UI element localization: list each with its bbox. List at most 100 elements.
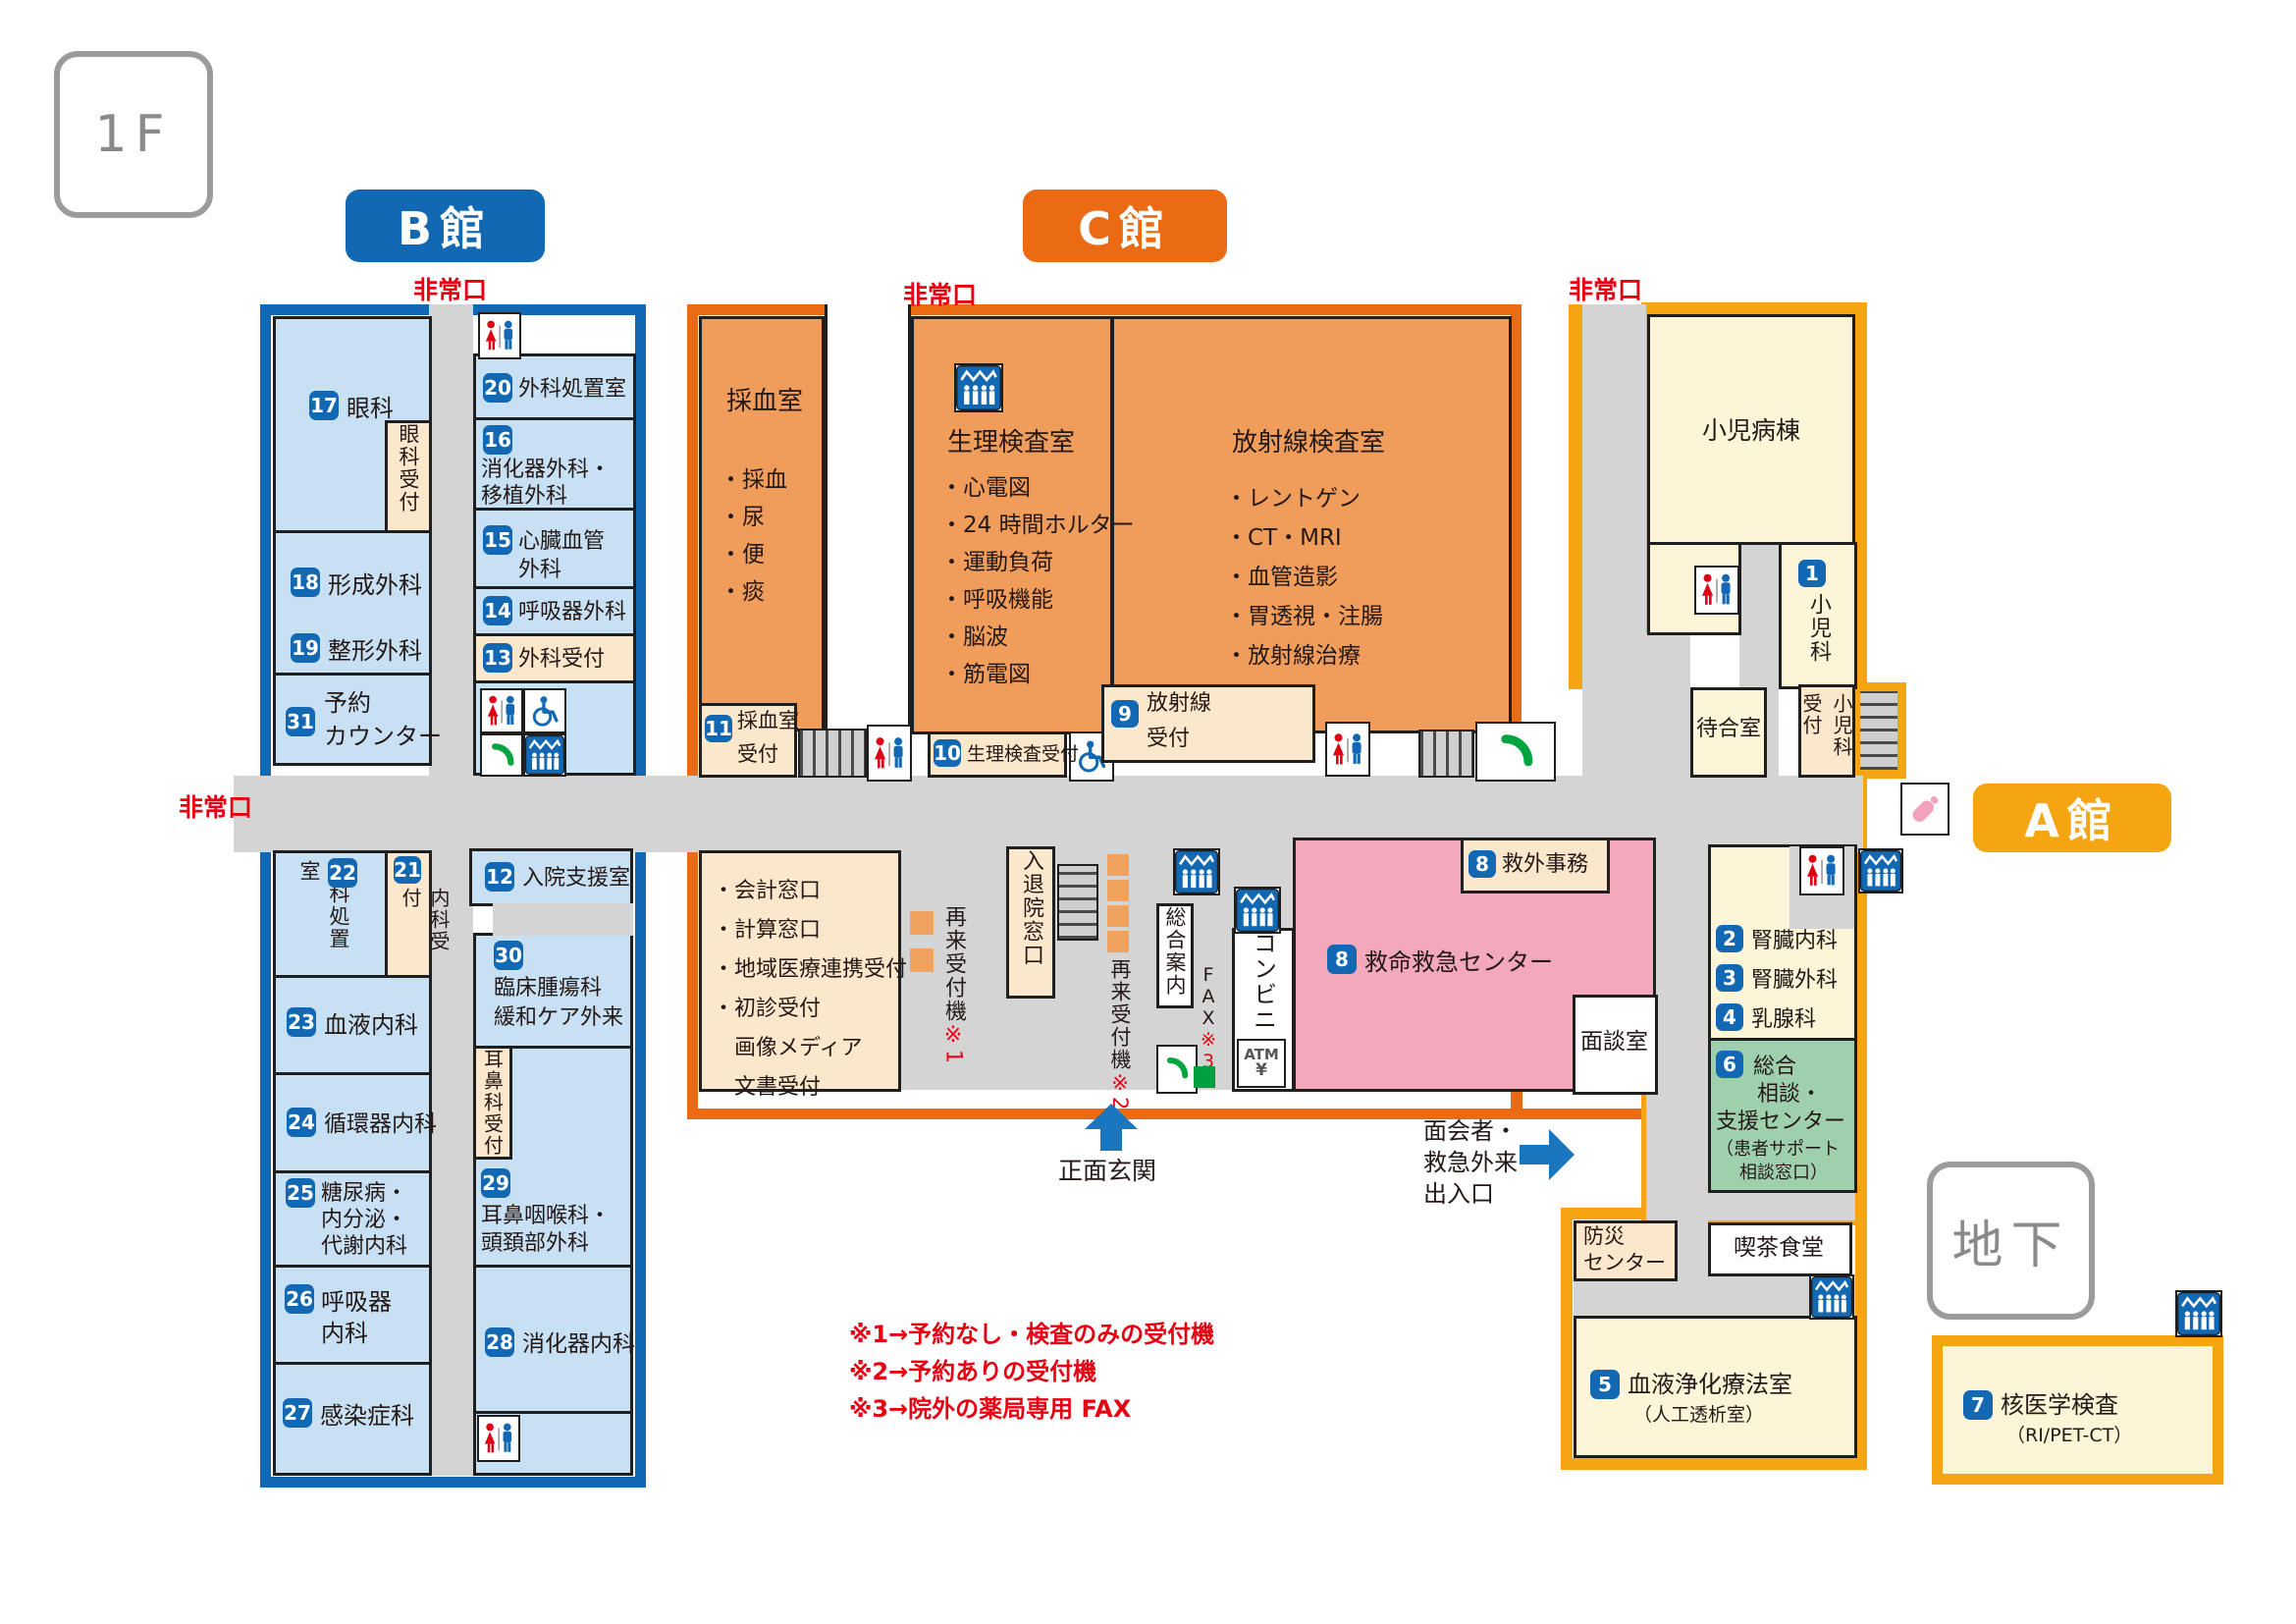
label-fax: FAX※3 [1198,964,1219,1077]
label-nuclear-sub: （RI/PET-CT） [2006,1425,2133,1446]
a-lower-floor [1574,1274,1855,1321]
atm-text: ATM [1244,1046,1279,1063]
label-orthopedics: 整形外科 [328,637,422,665]
item: 文書受付 [713,1075,822,1100]
label-physiology-reception: 生理検査受付 [967,743,1080,765]
footnote-1: ※1→予約なし・検査のみの受付機 [849,1321,1215,1348]
emergency-exit-left: 非常口 [179,793,253,822]
badge-5: 5 [1590,1370,1620,1399]
elevator-icon [1173,848,1220,895]
label-nephrology-surg: 腎臓外科 [1751,968,1839,993]
building-c-title-text: C館 [1078,202,1172,255]
label-cafeteria: 喫茶食堂 [1734,1235,1824,1261]
a-lower-gap [1676,1220,1708,1279]
item: ・呼吸機能 [940,587,1053,613]
badge-22: 22 [328,858,357,888]
label-checkin-2: 再来受付機※2 [1105,958,1135,1140]
elevator-icon [1858,848,1903,893]
label-radiology-reception-1: 放射線 [1147,691,1212,716]
building-c-title: C館 [1023,189,1227,262]
title-blood-collection: 採血室 [726,387,804,416]
elevator-icon [523,733,566,777]
c-courtyard [825,304,911,729]
public-phone-icon [1156,1045,1198,1094]
item: ・脳波 [940,624,1008,650]
emergency-exit-b: 非常口 [413,276,488,304]
label-emergency-center: 救命救急センター [1364,948,1553,976]
item: ・心電図 [940,475,1031,501]
check-in-machine [1107,905,1129,927]
c-a-corridor [1582,304,1646,776]
badge-11: 11 [705,715,732,742]
text: 再来受付機 [1108,958,1132,1071]
label-hematology: 血液内科 [324,1011,418,1039]
label-bousai-1: 防災 [1583,1224,1625,1248]
building-b-title: B館 [346,189,545,262]
wheelchair-icon [523,688,566,733]
escalator-annex [1851,682,1906,779]
room-respiratory-medicine [273,1265,432,1365]
check-in-machine [910,948,934,972]
badge-29: 29 [481,1168,510,1198]
store-icon [1234,887,1281,934]
footnote-2: ※2→予約ありの受付機 [849,1358,1097,1385]
note-3: ※3 [1198,1029,1219,1072]
restroom-icon [478,312,521,359]
label-bousai-2: センター [1583,1251,1666,1274]
badge-21: 21 [394,856,421,884]
label-admission-support: 入院支援室 [522,866,631,891]
label-sodan-4: （患者サポート [1716,1139,1840,1160]
building-a-title: A館 [1973,784,2171,852]
item: ・痰 [720,579,765,605]
item: ・レントゲン [1225,486,1361,512]
badge-25: 25 [286,1178,315,1208]
elevator-icon [2175,1290,2222,1337]
badge-20: 20 [483,373,512,403]
information-desk: 総合案内 [1156,903,1194,1008]
item: ・胃透視・注腸 [1225,604,1383,629]
item: ・地域医療連携受付 [713,957,908,982]
label-pediatrics: 小児科 [1806,593,1831,664]
room-radiology-exam [1111,316,1512,707]
waiting-room [1690,687,1767,778]
item: ・初診受付 [713,997,822,1021]
label-radiology-reception-2: 受付 [1147,727,1191,751]
label-waiting-room: 待合室 [1696,717,1762,741]
badge-14: 14 [483,596,512,625]
badge-8: 8 [1327,945,1357,974]
label-cardiovascular-1: 心臓血管 [518,529,606,554]
item: ・採血 [720,467,787,493]
floor-label: 1F [54,51,213,218]
label-surgery-treatment: 外科処置室 [518,377,627,402]
label-cardiovascular-2: 外科 [518,558,562,582]
label-respiratory-surgery: 呼吸器外科 [518,600,627,624]
badge-12: 12 [485,862,514,892]
badge-30: 30 [494,941,523,970]
title-physiology: 生理検査室 [947,428,1076,458]
badge-9: 9 [1111,700,1139,728]
label-reservation-1: 予約 [324,689,371,717]
item: ・筋電図 [940,662,1031,687]
label-meeting-room: 面談室 [1580,1029,1648,1055]
label-reservation-2: カウンター [324,723,442,750]
label-pediatric-ward: 小児病棟 [1702,416,1801,445]
label-ent-2: 頭頚部外科 [481,1231,590,1256]
badge-17: 17 [309,391,339,420]
label-digestive-surgery: 消化器外科・ [481,458,612,482]
item: ・CT・MRI [1225,525,1342,551]
label-plastic-surgery: 形成外科 [328,571,422,599]
elevator-icon [954,363,1003,412]
list-radiology: ・レントゲン ・CT・MRI ・血管造影 ・胃透視・注腸 ・放射線治療 [1225,479,1383,676]
label-respiratory-2: 内科 [321,1320,368,1347]
nursing-bottle-icon [1900,783,1949,836]
badge-6: 6 [1716,1051,1743,1078]
label-dialysis: （人工透析室） [1633,1404,1765,1426]
label-internal-reception: 内科受付 [399,888,451,952]
badge-23: 23 [287,1007,316,1037]
item: ・24 時間ホルター [940,513,1135,538]
building-a-wall-bar [1569,304,1582,689]
item: ・計算窓口 [713,918,822,943]
label-diabetes-3: 代謝内科 [321,1234,408,1259]
badge-26: 26 [285,1284,314,1314]
